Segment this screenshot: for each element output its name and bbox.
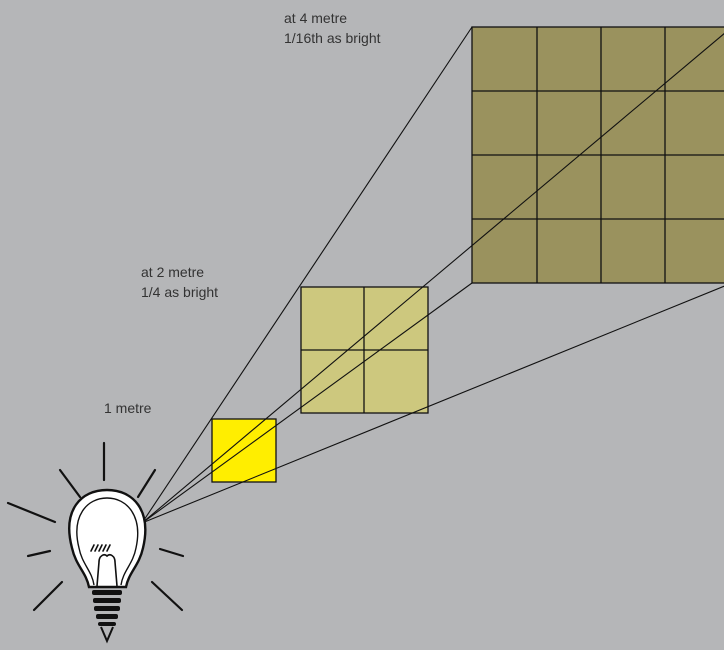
- far-distance-label: at 4 metre 1/16th as bright: [284, 8, 381, 48]
- near-distance-label: 1 metre: [104, 398, 151, 418]
- mid-distance-text: at 2 metre: [141, 262, 218, 282]
- light-bulb-icon: [8, 443, 183, 641]
- bulb-contact: [101, 627, 113, 641]
- far-distance-text: at 4 metre: [284, 8, 381, 28]
- mid-distance-label: at 2 metre 1/4 as bright: [141, 262, 218, 302]
- bulb-screw-base: [92, 590, 122, 626]
- near-distance-text: 1 metre: [104, 398, 151, 418]
- mid-brightness-text: 1/4 as bright: [141, 282, 218, 302]
- bulb-glass: [69, 490, 145, 587]
- far-brightness-text: 1/16th as bright: [284, 28, 381, 48]
